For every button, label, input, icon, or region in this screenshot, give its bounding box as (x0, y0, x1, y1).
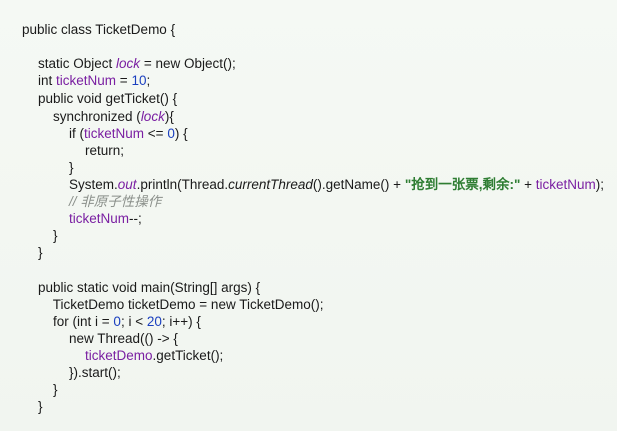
lock-decl-suffix: = new Object(); (140, 56, 236, 71)
code-line-class-declaration: public class TicketDemo { (7, 3, 175, 37)
println-suffix: ); (595, 177, 605, 192)
ticketnum-initial-value: 10 (131, 73, 147, 88)
println-ticketnum: ticketNum (535, 177, 596, 192)
for-limit-value: 20 (146, 314, 162, 329)
ticketnum-decl-prefix: int (38, 73, 57, 88)
println-call: .println(Thread. (136, 177, 229, 192)
close-if-brace: } (69, 160, 74, 175)
non-atomic-comment: // 非原子性操作 (69, 194, 162, 209)
ticketnum-decl-suffix: ; (146, 73, 151, 88)
close-sync-brace: } (53, 228, 58, 243)
code-line-getticket-declaration: public void getTicket() { (23, 72, 177, 106)
if-mid: <= (144, 126, 168, 141)
class-declaration-text: public class TicketDemo { (22, 22, 176, 37)
println-plus: + (520, 177, 536, 192)
println-get-name: ().getName() + (312, 177, 405, 192)
sync-suffix: ){ (164, 109, 174, 124)
code-line-comment: // 非原子性操作 (54, 175, 161, 209)
close-main-brace: } (38, 399, 43, 414)
if-prefix: if ( (69, 126, 85, 141)
close-for-brace: } (53, 382, 58, 397)
code-line-demo-instance: TicketDemo ticketDemo = new TicketDemo()… (38, 278, 324, 312)
main-declaration-text: public static void main(String[] args) { (38, 280, 261, 295)
code-line-println: System.out.println(Thread.currentThread(… (54, 158, 604, 192)
if-suffix: ) { (174, 126, 188, 141)
for-mid: ; i < (120, 314, 147, 329)
println-current-thread: currentThread (228, 177, 313, 192)
for-prefix: for (int i = (53, 314, 114, 329)
sync-lock-name: lock (140, 109, 165, 124)
lock-decl-prefix: static Object (38, 56, 117, 71)
thread-start-text: }).start(); (69, 365, 121, 380)
ticketnum-field-name: ticketNum (56, 73, 117, 88)
code-line-synchronized: synchronized (lock){ (38, 90, 174, 124)
code-line-close-class: } (7, 412, 27, 430)
for-start-value: 0 (113, 314, 121, 329)
code-line-decrement: ticketNum--; (54, 192, 142, 226)
code-line-if-statement: if (ticketNum <= 0) { (54, 107, 188, 141)
if-ticketnum-name: ticketNum (84, 126, 145, 141)
code-line-close-for: } (38, 363, 58, 397)
code-line-for-loop: for (int i = 0; i < 20; i++) { (38, 295, 201, 329)
code-line-return: return; (70, 124, 124, 158)
decrement-suffix: --; (129, 211, 142, 226)
lock-field-name: lock (116, 56, 141, 71)
code-line-lock-field: static Object lock = new Object(); (23, 37, 236, 71)
ticketnum-decl-mid: = (116, 73, 132, 88)
println-string-literal: "抢到一张票,剩余:" (404, 177, 521, 192)
call-getticket-suffix: .getTicket(); (152, 348, 224, 363)
sync-prefix: synchronized ( (53, 109, 141, 124)
code-line-main-declaration: public static void main(String[] args) { (23, 261, 260, 295)
new-thread-text: new Thread(() -> { (69, 331, 178, 346)
decrement-ticketnum: ticketNum (69, 211, 130, 226)
code-line-ticketnum-field: int ticketNum = 10; (23, 54, 150, 88)
code-line-new-thread: new Thread(() -> { (54, 312, 178, 346)
call-ticketdemo-name: ticketDemo (85, 348, 153, 363)
code-line-close-getticket: } (23, 226, 43, 260)
for-suffix: ; i++) { (161, 314, 201, 329)
return-text: return; (85, 143, 125, 158)
if-zero-value: 0 (167, 126, 175, 141)
demo-instance-text: TicketDemo ticketDemo = new TicketDemo()… (52, 297, 324, 312)
code-line-thread-start: }).start(); (54, 346, 121, 380)
println-out: out (117, 177, 137, 192)
code-line-close-sync: } (38, 209, 58, 243)
code-line-close-main: } (23, 380, 43, 414)
println-prefix: System. (69, 177, 118, 192)
close-getticket-brace: } (38, 245, 43, 260)
code-line-close-if: } (54, 141, 74, 175)
code-line-call-getticket: ticketDemo.getTicket(); (70, 329, 223, 363)
getticket-declaration-text: public void getTicket() { (38, 91, 178, 106)
